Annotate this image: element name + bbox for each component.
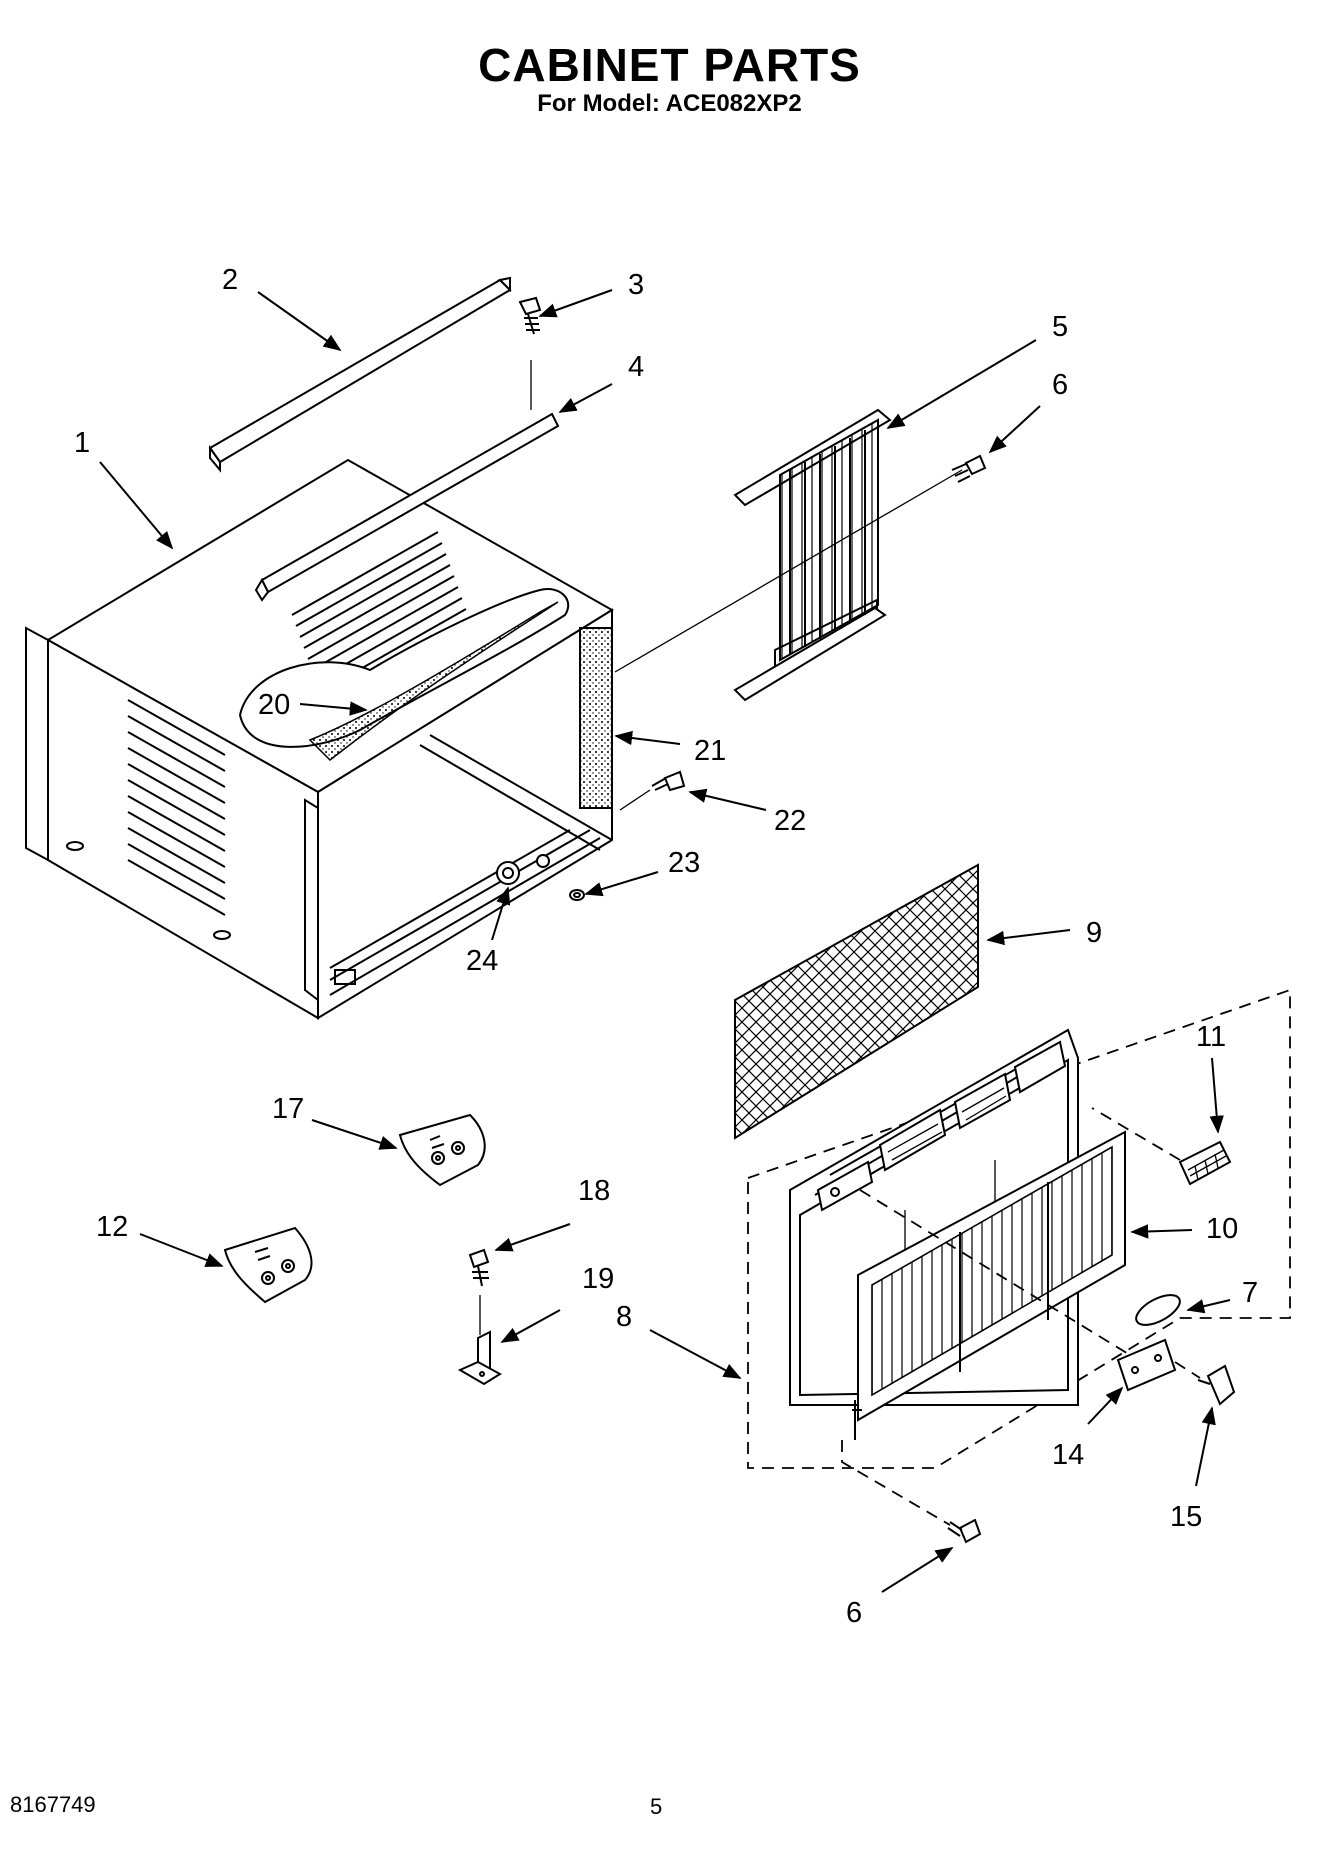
- page-title: CABINET PARTS: [478, 39, 861, 91]
- callout-5: 5: [1052, 311, 1068, 343]
- mounting-bracket-12: [223, 1226, 313, 1304]
- callout-1: 1: [74, 427, 90, 459]
- callout-8: 8: [616, 1301, 632, 1333]
- screw-22: [619, 770, 686, 811]
- callout-15: 15: [1170, 1501, 1202, 1533]
- callout-12: 12: [96, 1211, 128, 1243]
- screw-6-upper: [614, 454, 987, 673]
- callout-7: 7: [1242, 1277, 1258, 1309]
- washer-23: [569, 889, 585, 901]
- callout-11: 11: [1196, 1021, 1226, 1053]
- vent-louver-11: [1091, 1107, 1232, 1186]
- callout-6-lower: 6: [846, 1597, 862, 1629]
- callout-24: 24: [466, 945, 498, 977]
- screw-18: [468, 1248, 490, 1335]
- side-rail: [254, 412, 560, 602]
- clip-19: [457, 1330, 502, 1386]
- document-number: 8167749: [10, 1792, 96, 1817]
- air-filter: [734, 863, 979, 1140]
- callout-17: 17: [272, 1093, 304, 1125]
- model-subtitle: For Model: ACE082XP2: [537, 90, 802, 117]
- callout-10: 10: [1206, 1213, 1238, 1245]
- callout-3: 3: [628, 269, 644, 301]
- front-grille: [852, 1130, 1126, 1440]
- callout-arrows: [99, 289, 1231, 1593]
- callout-2: 2: [222, 264, 238, 296]
- callout-22: 22: [774, 805, 806, 837]
- knob-15: [1174, 1361, 1236, 1406]
- screw-6-lower: [841, 1440, 982, 1544]
- callout-20: 20: [258, 689, 290, 721]
- page-number: 5: [650, 1794, 663, 1819]
- callout-18: 18: [578, 1175, 610, 1207]
- cabinet-shell: [25, 458, 614, 1020]
- screw-3: [518, 296, 542, 410]
- callout-4: 4: [628, 351, 644, 383]
- callout-9: 9: [1086, 917, 1102, 949]
- top-rail: [208, 276, 512, 473]
- side-louver-panel: [733, 408, 892, 702]
- callout-14: 14: [1052, 1439, 1084, 1471]
- mounting-bracket-17: [398, 1113, 486, 1187]
- callout-6-upper: 6: [1052, 369, 1068, 401]
- oval-gasket-7: [1135, 1294, 1181, 1326]
- callout-21: 21: [694, 735, 726, 767]
- callout-23: 23: [668, 847, 700, 879]
- bracket-14: [859, 1189, 1177, 1392]
- callout-19: 19: [582, 1263, 614, 1295]
- callout-labels: 1 2 3 4 5 6 6 7 8 9 10 11 12 14 15 17 18…: [74, 264, 1258, 1629]
